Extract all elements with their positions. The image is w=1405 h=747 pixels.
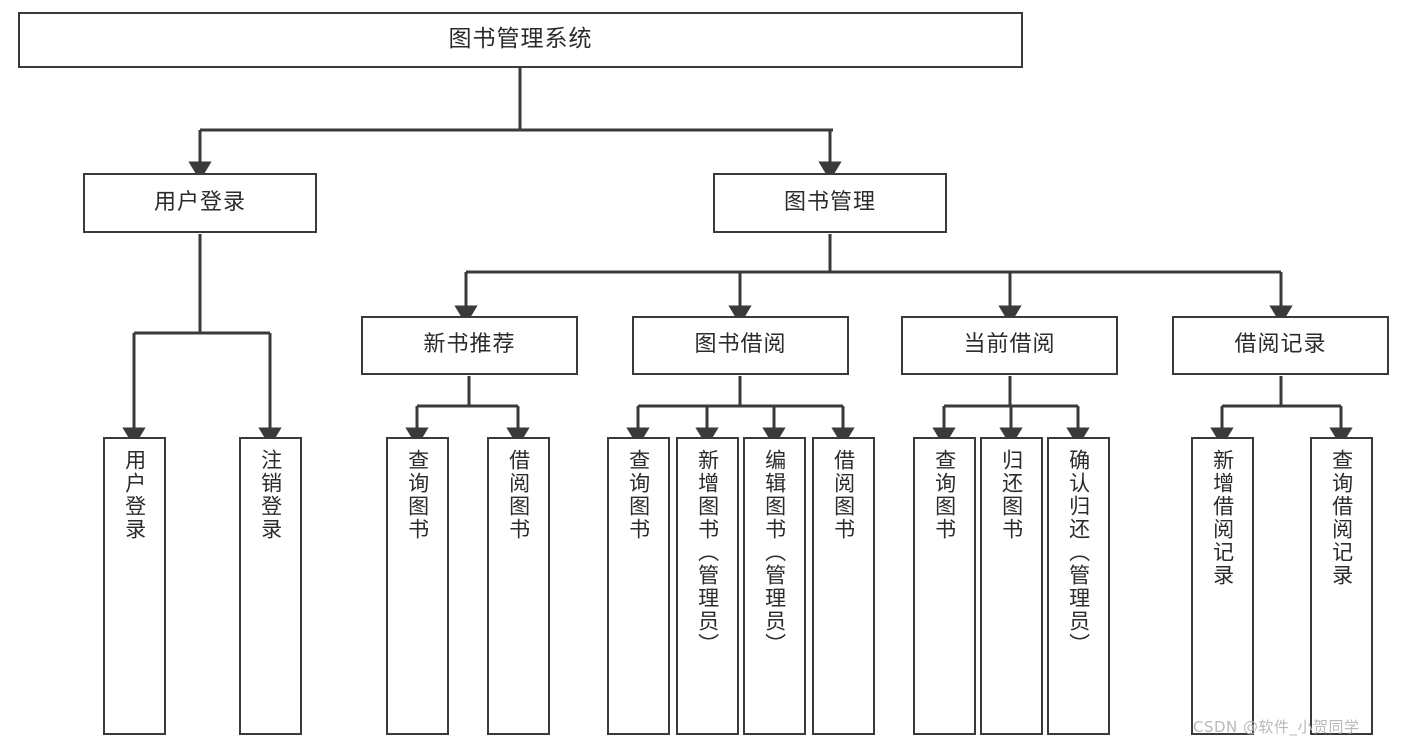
node-root[interactable]: 图书管理系统 xyxy=(18,12,1023,68)
leaf-label: 用户登录 xyxy=(122,449,147,541)
leaf-book-borrow-1[interactable]: 查询图书 xyxy=(607,437,670,735)
leaf-label: 查询图书 xyxy=(405,449,430,541)
node-book-borrow-label: 图书借阅 xyxy=(694,332,787,358)
csdn-watermark: CSDN @软件_小贺同学 xyxy=(1193,718,1360,736)
leaf-label: 借阅图书 xyxy=(506,449,531,541)
leaf-new-book-1[interactable]: 查询图书 xyxy=(386,437,449,735)
leaf-book-borrow-2[interactable]: 新增图书（管理员） xyxy=(676,437,739,735)
node-root-label: 图书管理系统 xyxy=(448,26,593,53)
node-book-borrow[interactable]: 图书借阅 xyxy=(632,316,849,375)
leaf-new-book-2[interactable]: 借阅图书 xyxy=(487,437,550,735)
leaf-user-login-2[interactable]: 注销登录 xyxy=(239,437,302,735)
leaf-current-borrow-3[interactable]: 确认归还（管理员） xyxy=(1047,437,1110,735)
leaf-label: 借阅图书 xyxy=(831,449,856,541)
leaf-current-borrow-2[interactable]: 归还图书 xyxy=(980,437,1043,735)
leaf-borrow-record-2[interactable]: 查询借阅记录 xyxy=(1310,437,1373,735)
node-book-manage-label: 图书管理 xyxy=(783,189,876,215)
node-current-borrow[interactable]: 当前借阅 xyxy=(901,316,1118,375)
node-borrow-record-label: 借阅记录 xyxy=(1234,332,1327,358)
leaf-label: 归还图书 xyxy=(999,449,1024,541)
leaf-book-borrow-4[interactable]: 借阅图书 xyxy=(812,437,875,735)
leaf-user-login-1[interactable]: 用户登录 xyxy=(103,437,166,735)
leaf-label: 编辑图书（管理员） xyxy=(762,449,787,656)
node-user-login[interactable]: 用户登录 xyxy=(83,173,317,233)
leaf-label: 查询图书 xyxy=(626,449,651,541)
leaf-label: 确认归还（管理员） xyxy=(1066,449,1091,656)
leaf-label: 查询图书 xyxy=(932,449,957,541)
node-borrow-record[interactable]: 借阅记录 xyxy=(1172,316,1389,375)
leaf-label: 新增图书（管理员） xyxy=(695,449,720,656)
leaf-current-borrow-1[interactable]: 查询图书 xyxy=(913,437,976,735)
node-new-book-recommend-label: 新书推荐 xyxy=(423,332,516,358)
node-user-login-label: 用户登录 xyxy=(153,189,246,215)
node-current-borrow-label: 当前借阅 xyxy=(963,332,1056,358)
node-book-manage[interactable]: 图书管理 xyxy=(713,173,947,233)
leaf-label: 查询借阅记录 xyxy=(1329,449,1354,587)
leaf-label: 注销登录 xyxy=(258,449,283,541)
leaf-label: 新增借阅记录 xyxy=(1210,449,1235,587)
leaf-borrow-record-1[interactable]: 新增借阅记录 xyxy=(1191,437,1254,735)
node-new-book-recommend[interactable]: 新书推荐 xyxy=(361,316,578,375)
leaf-book-borrow-3[interactable]: 编辑图书（管理员） xyxy=(743,437,806,735)
